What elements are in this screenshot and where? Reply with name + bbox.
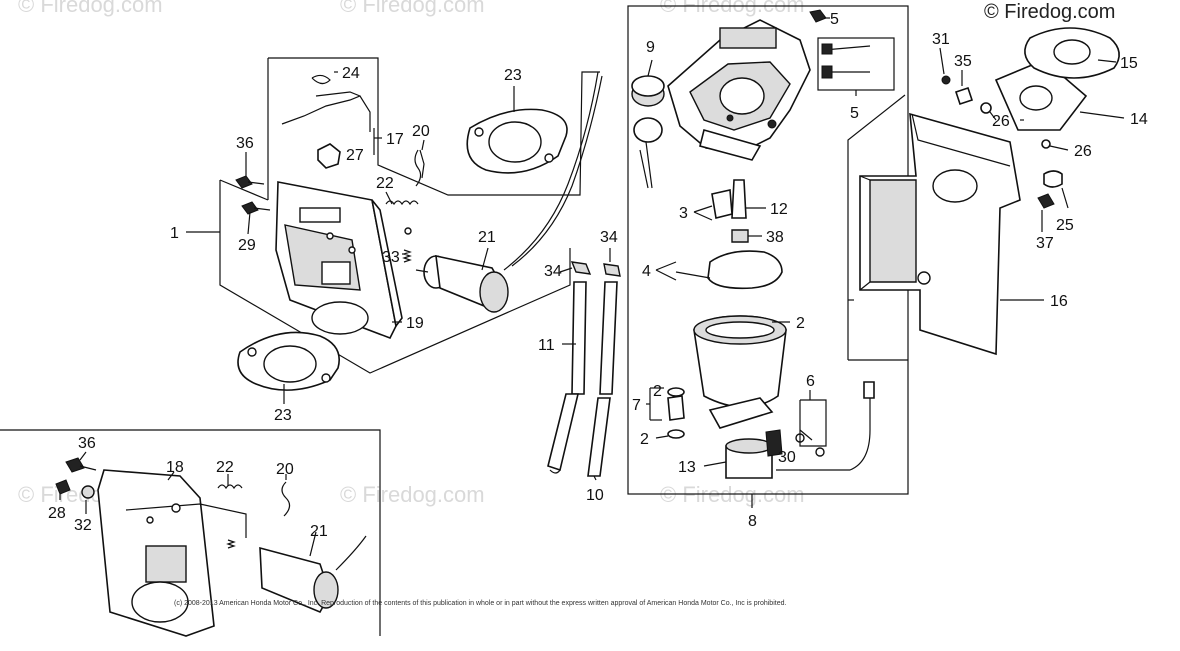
callout-23: 23 [274,407,292,424]
callout-29: 29 [238,237,256,254]
callout-3: 3 [679,205,688,222]
callout-20: 20 [412,123,430,140]
callout-9: 9 [646,39,655,56]
callout-22: 22 [216,459,234,476]
callout-1: 1 [170,225,179,242]
callout-30: 30 [778,449,796,466]
callout-2: 2 [640,431,649,448]
callout-23: 23 [504,67,522,84]
lower-left-assembly [55,457,367,637]
watermark: © Firedog.com [660,0,805,17]
watermark-dark: © Firedog.com [984,1,1115,23]
callout-7: 7 [632,397,641,414]
callout-34: 34 [544,263,562,280]
callout-18: 18 [166,459,184,476]
callout-25: 25 [1056,217,1074,234]
callout-38: 38 [766,229,784,246]
callout-2: 2 [796,315,805,332]
callouts: 1 2 2 2 3 4 5 5 6 7 8 9 10 11 12 13 14 1… [48,11,1148,540]
callout-15: 15 [1120,55,1138,72]
callout-17: 17 [386,131,404,148]
callout-28: 28 [48,505,66,522]
callout-14: 14 [1130,111,1148,128]
callout-12: 12 [770,201,788,218]
callout-19: 19 [406,315,424,332]
callout-24: 24 [342,65,360,82]
callout-27: 27 [346,147,364,164]
callout-21: 21 [478,229,496,246]
callout-20: 20 [276,461,294,478]
callout-21: 21 [310,523,328,540]
callout-5: 5 [850,105,859,122]
callout-35: 35 [954,53,972,70]
watermark: © Firedog.com [340,482,485,507]
callout-5: 5 [830,11,839,28]
fuel-tubes [547,261,621,477]
callout-6: 6 [806,373,815,390]
callout-8: 8 [748,513,757,530]
callout-13: 13 [678,459,696,476]
callout-32: 32 [74,517,92,534]
callout-16: 16 [1050,293,1068,310]
callout-36: 36 [78,435,96,452]
callout-10: 10 [586,487,604,504]
watermark: © Firedog.com [18,0,163,17]
callout-11: 11 [538,337,555,354]
callout-2: 2 [653,383,662,400]
right-cover [859,27,1120,356]
copyright-notice: (c) 2008-2013 American Honda Motor Co., … [174,600,786,607]
left-assembly [235,71,603,391]
callout-31: 31 [932,31,950,48]
callout-26: 26 [1074,143,1092,160]
carburetor [631,9,875,479]
callout-36: 36 [236,135,254,152]
callout-22: 22 [376,175,394,192]
callout-33: 33 [382,249,400,266]
callout-34: 34 [600,229,618,246]
callout-4: 4 [642,263,651,280]
callout-37: 37 [1036,235,1054,252]
leader-lines [59,17,1125,557]
watermark: © Firedog.com [340,0,485,17]
callout-26: 26 [992,113,1010,130]
